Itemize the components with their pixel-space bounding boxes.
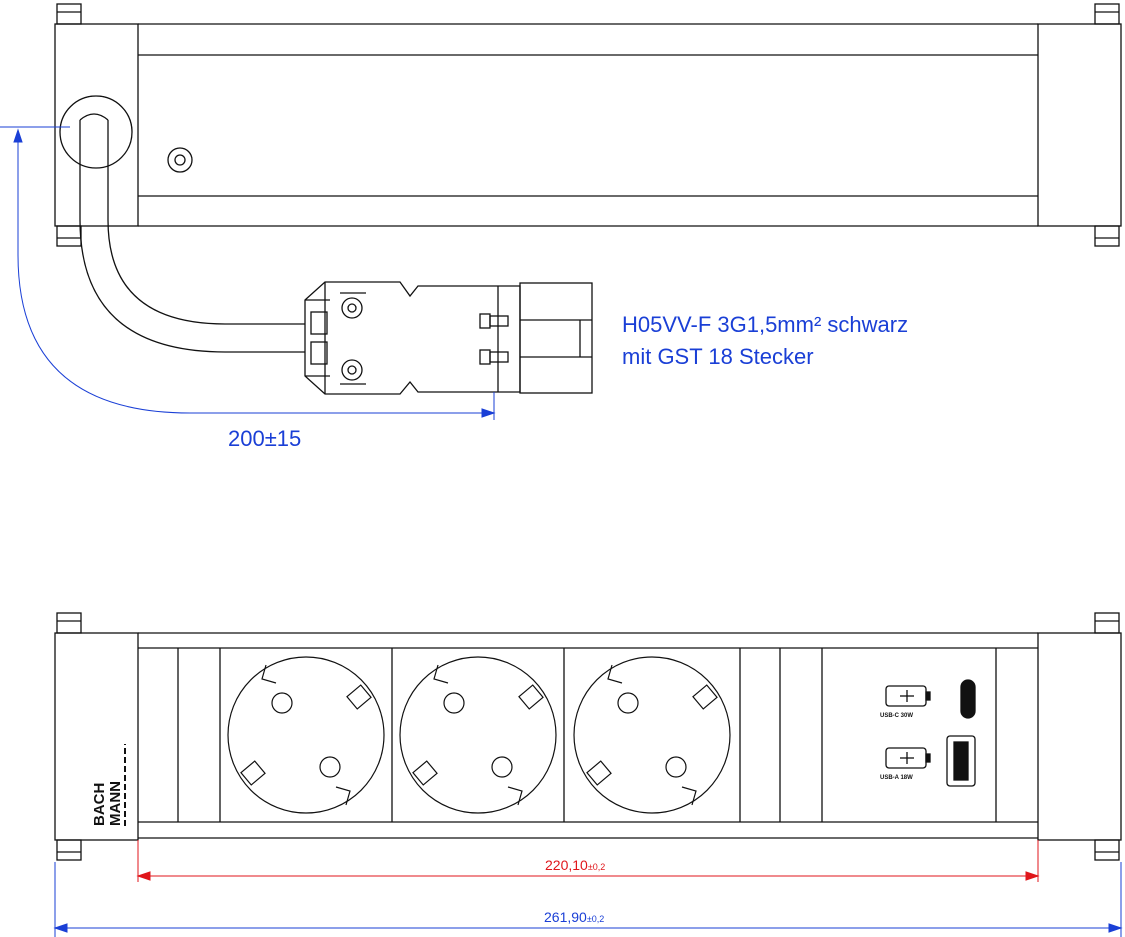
bracket-bottom-right (1094, 225, 1120, 247)
cable-note-line1: H05VV-F 3G1,5mm² schwarz (622, 312, 908, 337)
usb-c-label: USB-C 30W (880, 713, 913, 719)
plug-screw-top (341, 297, 363, 319)
inner-width-label: 220,10±0,2 (545, 857, 605, 873)
end-cap-right (1037, 23, 1122, 227)
cable-note-line2: mit GST 18 Stecker (622, 344, 814, 369)
usb-c-port[interactable] (960, 679, 976, 719)
end-cap-left (54, 23, 139, 227)
overall-width-dimension (53, 862, 1123, 937)
overall-width-label: 261,90±0,2 (544, 909, 604, 925)
usb-a-label: USB-A 18W (880, 775, 913, 781)
svg-text:BACH: BACH (91, 783, 108, 826)
gst18-plug (304, 281, 593, 395)
schuko-socket-2[interactable] (399, 656, 557, 814)
usb-a-port[interactable] (946, 735, 976, 787)
svg-text:MANN: MANN (107, 781, 124, 826)
bracket-bottom-left (56, 225, 82, 247)
front-view (54, 612, 1122, 861)
usb-module (885, 679, 976, 787)
bracket-top-right (1094, 3, 1120, 25)
bracket-top-left (56, 3, 82, 25)
mounting-hole (167, 147, 193, 173)
schuko-socket-1[interactable] (227, 656, 385, 814)
schuko-socket-3[interactable] (573, 656, 731, 814)
cable (79, 113, 305, 353)
plug-screw-bottom (341, 359, 363, 381)
top-view (54, 3, 1122, 395)
front-end-cap-right (1037, 632, 1122, 841)
bachmann-logo: BACH MANN (91, 744, 126, 826)
inner-width-dimension (136, 840, 1040, 882)
cable-length-label: 200±15 (228, 426, 301, 451)
front-end-cap-left (54, 632, 139, 841)
cable-length-dimension (0, 126, 496, 420)
